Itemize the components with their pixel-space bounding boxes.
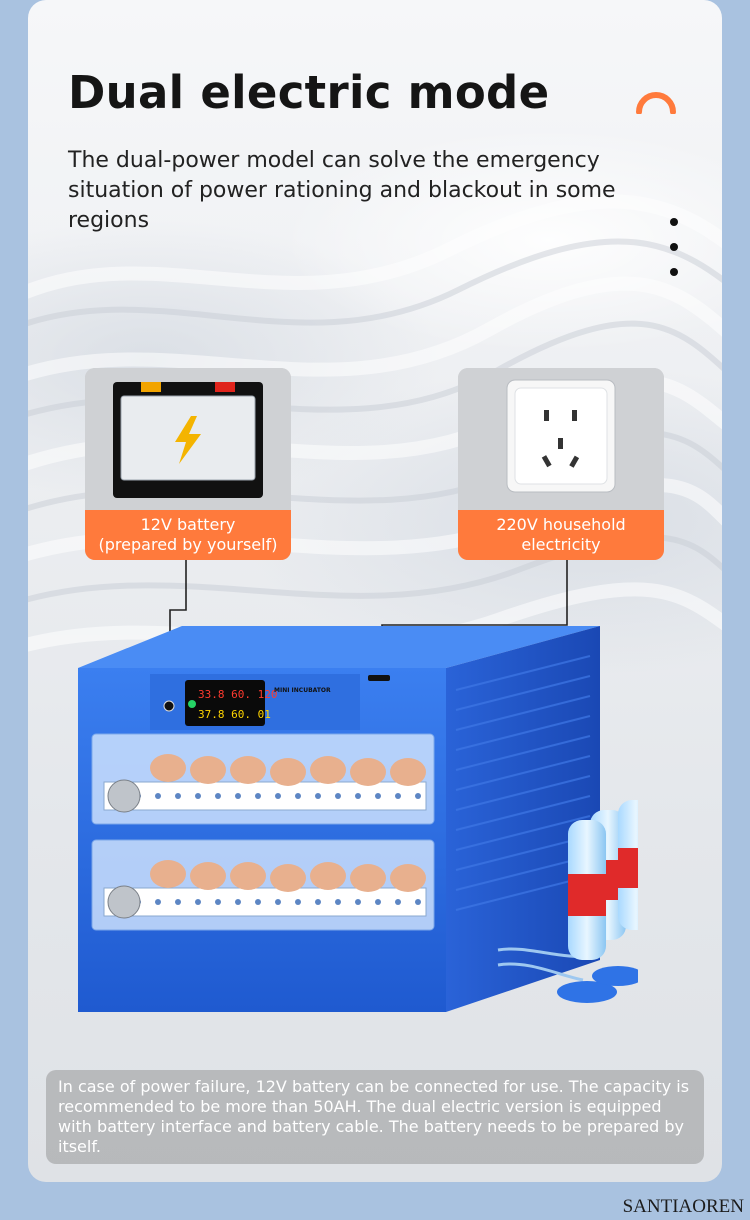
watermark: SANTIAOREN — [622, 1196, 744, 1217]
display-top-readout: 33.8 60. 120 — [198, 688, 277, 701]
battery-caption: 12V battery (prepared by yourself) — [85, 510, 291, 560]
battery-icon — [85, 368, 291, 510]
socket-caption: 220V household electricity — [458, 510, 664, 560]
page-title: Dual electric mode — [68, 66, 550, 119]
egg-tray-bottom — [91, 839, 435, 931]
battery-caption-line1: 12V battery — [140, 515, 236, 534]
display-bottom-readout: 37.8 60. 01 — [198, 708, 271, 721]
orange-arc-icon — [636, 92, 676, 114]
info-note: In case of power failure, 12V battery ca… — [46, 1070, 704, 1164]
product-card: Dual electric mode The dual-power model … — [28, 0, 722, 1182]
panel-label: MINI INCUBATOR — [274, 687, 331, 694]
battery-caption-line2: (prepared by yourself) — [98, 535, 278, 554]
power-socket-icon — [458, 368, 664, 510]
socket-caption-line2: electricity — [521, 535, 601, 554]
page-subtitle: The dual-power model can solve the emerg… — [68, 148, 616, 233]
incubator-illustration: 33.8 60. 120 37.8 60. 01 MINI INCUBATOR — [78, 626, 638, 1012]
egg-tray-top — [91, 733, 435, 825]
socket-feature-card: 220V household electricity — [458, 368, 664, 560]
battery-feature-card: 12V battery (prepared by yourself) — [85, 368, 291, 560]
socket-caption-line1: 220V household — [496, 515, 626, 534]
vertical-dots-icon — [667, 214, 681, 280]
water-bottles — [497, 800, 638, 1003]
